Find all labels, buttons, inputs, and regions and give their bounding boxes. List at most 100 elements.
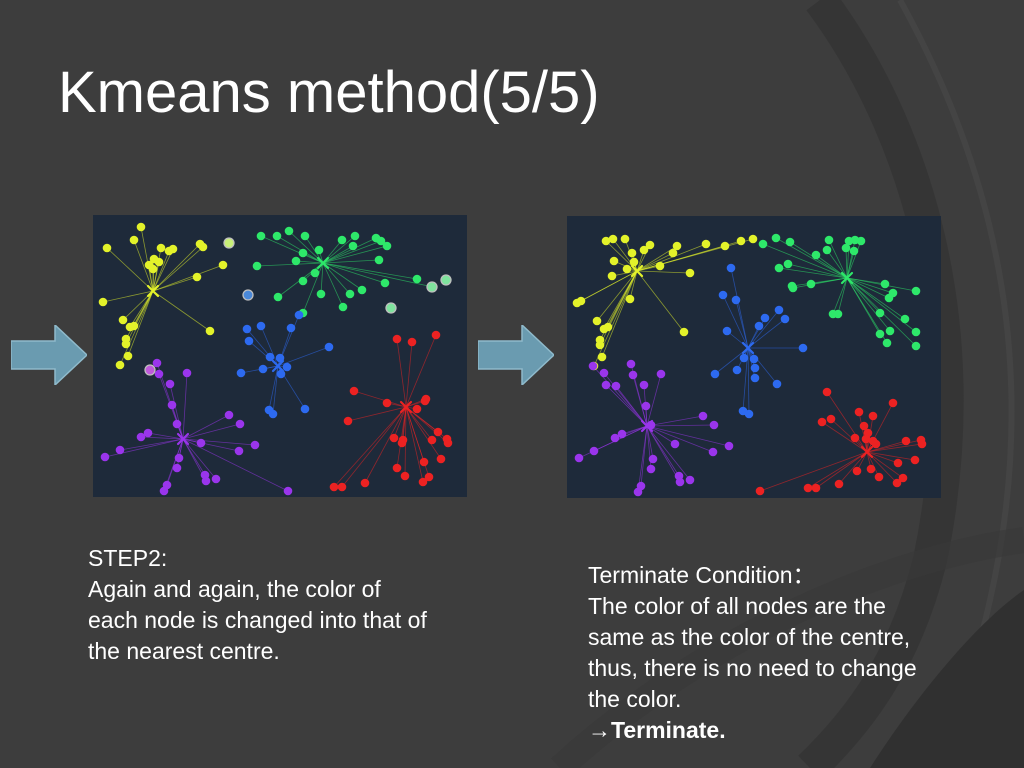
- data-node: [156, 243, 166, 253]
- data-node: [892, 478, 902, 488]
- data-node: [298, 248, 308, 258]
- cluster-centre-marker: [399, 400, 413, 414]
- data-node: [574, 453, 584, 463]
- data-node: [329, 482, 339, 492]
- data-node: [433, 427, 443, 437]
- data-node: [806, 279, 816, 289]
- data-node: [338, 302, 348, 312]
- data-node: [392, 334, 402, 344]
- data-node: [852, 466, 862, 476]
- cluster-edge: [152, 250, 170, 292]
- cluster-centre-marker: [640, 419, 654, 433]
- cluster-edge: [646, 425, 730, 447]
- data-node: [610, 433, 620, 443]
- data-node: [436, 454, 446, 464]
- data-node: [592, 316, 602, 326]
- data-node: [774, 305, 784, 315]
- cluster-edge: [735, 299, 749, 349]
- cluster-edge: [837, 277, 848, 315]
- cluster-edge: [636, 243, 707, 272]
- data-node: [376, 236, 386, 246]
- data-node: [710, 369, 720, 379]
- cluster-edge: [322, 262, 344, 308]
- data-node: [748, 234, 758, 244]
- data-node: [910, 455, 920, 465]
- cluster-edge: [646, 425, 714, 453]
- data-node: [648, 454, 658, 464]
- cluster-edge: [152, 276, 198, 292]
- data-node: [798, 343, 808, 353]
- cluster-edge: [182, 414, 230, 440]
- cluster-centre-marker: [840, 271, 854, 285]
- data-node: [115, 360, 125, 370]
- data-node: [235, 419, 245, 429]
- cluster-edge: [601, 270, 638, 358]
- data-node: [123, 351, 133, 361]
- cluster-centre-marker: [316, 256, 330, 270]
- cluster-centre-marker: [860, 445, 874, 459]
- reassigned-node: [385, 302, 397, 314]
- data-node: [357, 285, 367, 295]
- cluster-edge: [747, 309, 780, 349]
- data-node: [641, 401, 651, 411]
- cluster-edge: [858, 411, 868, 453]
- cluster-edge: [593, 425, 648, 452]
- cluster-edge: [646, 373, 662, 427]
- data-node: [588, 361, 598, 371]
- cluster-edge: [302, 262, 324, 314]
- cluster-edge: [826, 391, 868, 453]
- cluster-edge: [322, 240, 382, 264]
- cluster-edge: [846, 240, 862, 279]
- data-node: [898, 473, 908, 483]
- cluster-edge: [866, 440, 907, 453]
- cluster-edge: [182, 438, 206, 476]
- data-node: [172, 419, 182, 429]
- slide-title: Kmeans method(5/5): [58, 60, 600, 125]
- data-node: [200, 470, 210, 480]
- data-node: [182, 368, 192, 378]
- cluster-edge: [405, 406, 449, 444]
- data-node: [875, 329, 885, 339]
- data-node: [755, 486, 765, 496]
- cluster-edge: [268, 365, 279, 411]
- data-node: [834, 479, 844, 489]
- data-node: [822, 245, 832, 255]
- cluster-edge: [747, 347, 756, 379]
- cluster-edge: [845, 247, 848, 279]
- data-node: [724, 441, 734, 451]
- data-node: [252, 261, 262, 271]
- cluster-edge: [405, 406, 442, 460]
- cluster-edge: [787, 263, 848, 279]
- cluster-edge: [747, 317, 766, 349]
- terminate-result: →Terminate.: [588, 715, 917, 746]
- cluster-edge: [636, 270, 691, 274]
- data-node: [656, 369, 666, 379]
- data-node: [382, 241, 392, 251]
- data-node: [639, 380, 649, 390]
- data-node: [608, 234, 618, 244]
- data-node: [882, 338, 892, 348]
- cluster-edge: [636, 252, 674, 272]
- data-node: [275, 353, 285, 363]
- data-node: [419, 457, 429, 467]
- cluster-edge: [846, 277, 891, 332]
- terminate-line: thus, there is no need to change: [588, 655, 917, 681]
- cluster-edge: [832, 277, 848, 315]
- data-node: [100, 452, 110, 462]
- cluster-edge: [632, 374, 648, 427]
- data-node: [750, 373, 760, 383]
- data-node: [348, 241, 358, 251]
- cluster-edge: [106, 247, 154, 292]
- data-node: [901, 436, 911, 446]
- data-node: [685, 475, 695, 485]
- data-node: [382, 398, 392, 408]
- data-node: [172, 463, 182, 473]
- data-node: [824, 235, 834, 245]
- cluster-edge: [621, 425, 648, 435]
- data-node: [900, 314, 910, 324]
- cluster-edge: [866, 451, 899, 464]
- terminate-heading: Terminate Condition：: [588, 562, 816, 588]
- cluster-edge: [182, 372, 188, 440]
- cluster-edge: [133, 239, 154, 292]
- data-node: [601, 380, 611, 390]
